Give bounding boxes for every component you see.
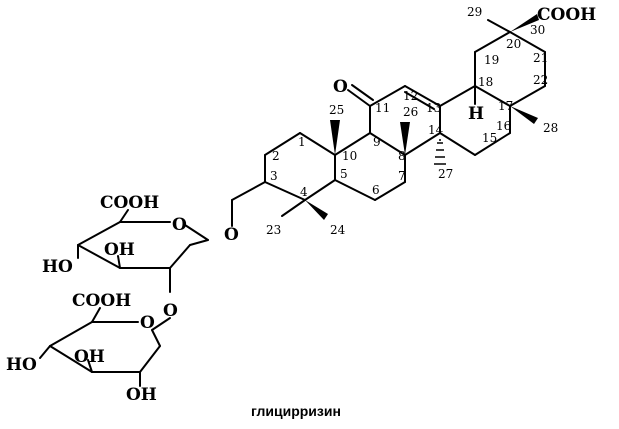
glycosidic-o-label: O (163, 301, 178, 321)
methyl-26-wedge (400, 122, 410, 155)
carbon-number-4: 4 (300, 185, 308, 199)
carbon-number-3: 3 (270, 169, 278, 183)
sugar2-ring-o-label: O (140, 313, 155, 333)
h18-label: H (468, 104, 484, 124)
ring-e (474, 31, 546, 107)
c4-dimethyl (281, 199, 328, 220)
carbon-number-23: 23 (266, 223, 281, 237)
oh-sugar2-label: OH (74, 347, 105, 367)
carbon-number-16: 16 (496, 119, 511, 133)
carbon-number-26: 26 (403, 105, 418, 119)
carbon-number-10: 10 (342, 149, 357, 163)
diagram-caption: глицирризин (251, 403, 341, 419)
ho-sugar1-label: HO (42, 257, 73, 277)
carbon-number-18: 18 (478, 75, 493, 89)
carbon-number-29: 29 (467, 5, 482, 19)
carbon-number-14: 14 (428, 123, 444, 137)
carbon-number-17: 17 (498, 99, 513, 113)
carbon-number-9: 9 (373, 135, 381, 149)
oh-sugar1-label: OH (104, 240, 135, 260)
carbon-number-25: 25 (329, 103, 344, 117)
ring-d (439, 85, 511, 156)
c3-linker (231, 181, 266, 227)
carbon-number-19: 19 (484, 53, 499, 67)
ring-a (264, 132, 336, 201)
carbon-number-2: 2 (272, 149, 280, 163)
carbon-number-21: 21 (533, 51, 548, 65)
carbon-number-11: 11 (375, 101, 390, 115)
methyl-27-hash (434, 139, 446, 165)
cooh-sugar2-label: COOH (72, 291, 131, 311)
carbon-number-22: 22 (533, 73, 548, 87)
carbon-number-13: 13 (426, 101, 441, 115)
ho-sugar2-label: HO (6, 355, 37, 375)
ring-b (334, 132, 406, 201)
methyl-25-wedge (330, 120, 340, 155)
carbon-number-15: 15 (482, 131, 497, 145)
cooh-top-label: COOH (537, 5, 596, 25)
oh-sugar2b-label: OH (126, 385, 157, 405)
carbon-number-7: 7 (398, 169, 406, 183)
ring-c (369, 85, 441, 156)
c20-substituents (487, 14, 539, 33)
sugar-ring-2 (39, 307, 171, 387)
sugar1-ring-o-label: O (172, 215, 187, 235)
carbon-number-6: 6 (372, 183, 380, 197)
carbon-number-12: 12 (403, 89, 418, 103)
methyl-28-wedge (510, 106, 538, 124)
carbon-number-30: 30 (530, 23, 545, 37)
carbon-number-27: 27 (438, 167, 453, 181)
carbon-number-28: 28 (543, 121, 558, 135)
carbon-number-20: 20 (506, 37, 521, 51)
carbon-number-24: 24 (330, 223, 346, 237)
carbon-number-5: 5 (340, 167, 348, 181)
carbon-number-8: 8 (398, 149, 406, 163)
sugar-ring-1 (77, 209, 209, 293)
ketone (347, 84, 374, 107)
linker-o-label: O (224, 225, 239, 245)
cooh-sugar1-label: COOH (100, 193, 159, 213)
ketone-o-label: O (333, 77, 348, 97)
carbon-number-1: 1 (298, 135, 306, 149)
